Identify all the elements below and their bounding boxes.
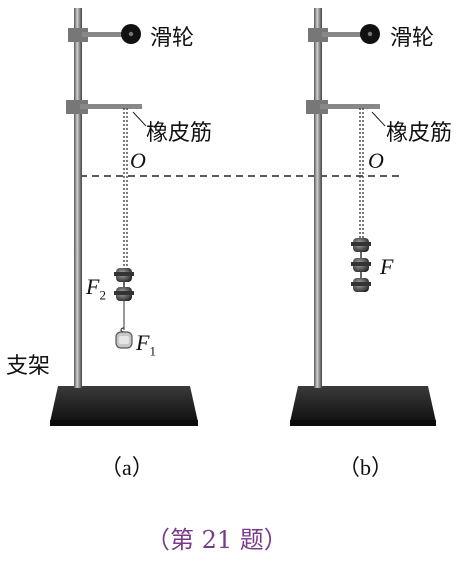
stand-a-rod — [74, 8, 82, 388]
stand-a-base — [50, 386, 198, 422]
caption-a: （a） — [100, 455, 154, 480]
weight-stack-f — [351, 238, 371, 292]
rubber-band-label-a: 橡皮筋 — [146, 121, 213, 146]
force-f1-label: F1 — [136, 330, 156, 359]
pulley-label-b: 滑轮 — [390, 26, 435, 51]
point-o-label-b: O — [368, 148, 384, 173]
stand-b-rod — [314, 8, 322, 388]
caption-b: （b） — [338, 455, 394, 480]
pulley-label-a: 滑轮 — [150, 26, 195, 51]
stand-label: 支架 — [6, 354, 51, 379]
stand-b-base — [290, 386, 436, 422]
weight-f1 — [115, 327, 133, 349]
stand-a — [50, 8, 198, 426]
force-f2-label: F2 — [86, 274, 106, 303]
point-o-label-a: O — [130, 148, 146, 173]
stand-b — [290, 8, 436, 426]
weight-stack-f2 — [114, 268, 134, 301]
question-number: （第 21 题） — [146, 526, 288, 554]
rubber-band-label-b: 橡皮筋 — [386, 121, 453, 146]
force-f-label: F — [380, 254, 394, 279]
